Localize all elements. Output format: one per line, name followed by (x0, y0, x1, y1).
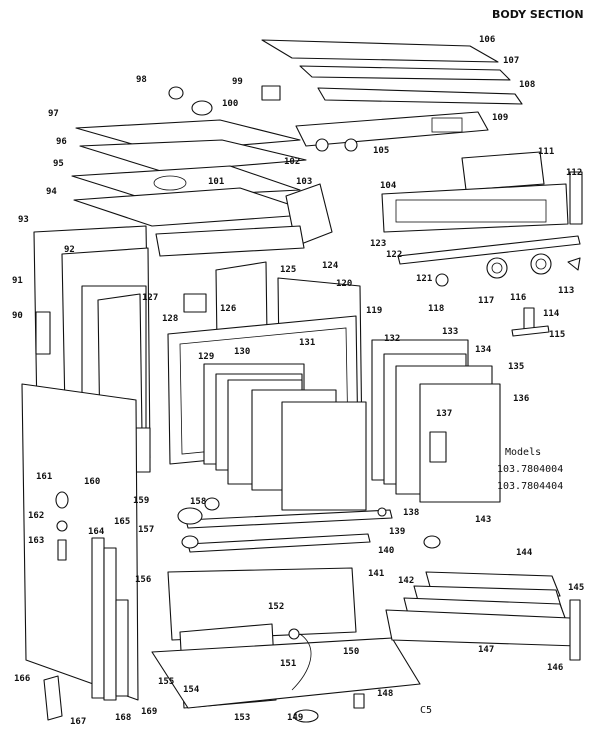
part-label: 137 (436, 409, 452, 419)
part-label: 163 (28, 536, 44, 546)
part-label: 131 (299, 338, 315, 348)
part-label: 104 (380, 181, 397, 191)
part-label: 135 (508, 362, 524, 372)
part-label: 114 (543, 309, 560, 319)
part-label: 156 (135, 575, 151, 585)
part-label: 143 (475, 515, 491, 525)
part-label: 118 (428, 304, 444, 314)
part-label: 94 (46, 187, 57, 197)
part-label: 148 (377, 689, 393, 699)
part-label: 139 (389, 527, 405, 537)
diagram-title: BODY SECTION (492, 8, 584, 21)
part-label: 115 (549, 330, 565, 340)
part-label: 160 (84, 477, 100, 487)
part-label: 147 (478, 645, 494, 655)
part-label: 119 (366, 306, 382, 316)
part-label: 90 (12, 311, 23, 321)
part-label: 134 (475, 345, 492, 355)
part-label: 108 (519, 80, 535, 90)
part-label: 155 (158, 677, 174, 687)
part-label: 117 (478, 296, 494, 306)
part-label: 138 (403, 508, 419, 518)
part-label: 97 (48, 109, 59, 119)
models-block: Models 103.7804004 103.7804404 (497, 447, 563, 492)
part-label: 153 (234, 713, 250, 723)
part-label: 132 (384, 334, 400, 344)
part-label: 113 (558, 286, 574, 296)
part-label: 95 (53, 159, 64, 169)
part-label: 109 (492, 113, 508, 123)
part-label: 149 (287, 713, 303, 723)
part-label: 91 (12, 276, 23, 286)
part-label: 152 (268, 602, 284, 612)
part-label: 122 (386, 250, 402, 260)
model-number: 103.7804404 (497, 481, 563, 492)
part-label: 145 (568, 583, 584, 593)
part-label: 93 (18, 215, 29, 225)
part-label: 130 (234, 347, 250, 357)
part-label: 120 (336, 279, 352, 289)
part-label: 102 (284, 157, 300, 167)
part-label: 107 (503, 56, 519, 66)
part-label: 123 (370, 239, 386, 249)
part-label: 125 (280, 265, 296, 275)
part-label: 124 (322, 261, 339, 271)
part-label: 166 (14, 674, 30, 684)
part-label: 103 (296, 177, 312, 187)
part-label: 99 (232, 77, 243, 87)
part-label: 144 (516, 548, 533, 558)
part-label: 154 (183, 685, 200, 695)
part-label: 169 (141, 707, 157, 717)
part-label: 106 (479, 35, 495, 45)
part-label: 142 (398, 576, 414, 586)
models-heading: Models (505, 447, 541, 458)
part-label: 92 (64, 245, 75, 255)
part-label: 136 (513, 394, 529, 404)
part-label: 111 (538, 147, 554, 157)
part-label: 133 (442, 327, 458, 337)
part-callouts: 90 91 92 93 94 95 96 97 98 99 100 101 10… (12, 35, 584, 727)
diagram-code: C5 (420, 705, 432, 716)
part-label: 150 (343, 647, 359, 657)
part-label: 165 (114, 517, 130, 527)
part-label: 116 (510, 293, 526, 303)
part-label: 128 (162, 314, 178, 324)
part-label: 164 (88, 527, 105, 537)
part-label: 168 (115, 713, 131, 723)
exploded-drawing (21, 39, 583, 723)
part-label: 129 (198, 352, 214, 362)
part-label: 105 (373, 146, 389, 156)
part-label: 121 (416, 274, 432, 284)
model-number: 103.7804004 (497, 464, 563, 475)
part-label: 146 (547, 663, 563, 673)
part-label: 167 (70, 717, 86, 727)
part-label: 100 (222, 99, 238, 109)
part-label: 157 (138, 525, 154, 535)
part-label: 141 (368, 569, 384, 579)
part-label: 126 (220, 304, 236, 314)
part-label: 112 (566, 168, 582, 178)
part-label: 158 (190, 497, 206, 507)
part-label: 96 (56, 137, 67, 147)
part-label: 161 (36, 472, 52, 482)
part-label: 162 (28, 511, 44, 521)
part-label: 127 (142, 293, 158, 303)
part-label: 159 (133, 496, 149, 506)
part-label: 140 (378, 546, 394, 556)
part-label: 151 (280, 659, 296, 669)
part-label: 101 (208, 177, 224, 187)
part-label: 98 (136, 75, 147, 85)
